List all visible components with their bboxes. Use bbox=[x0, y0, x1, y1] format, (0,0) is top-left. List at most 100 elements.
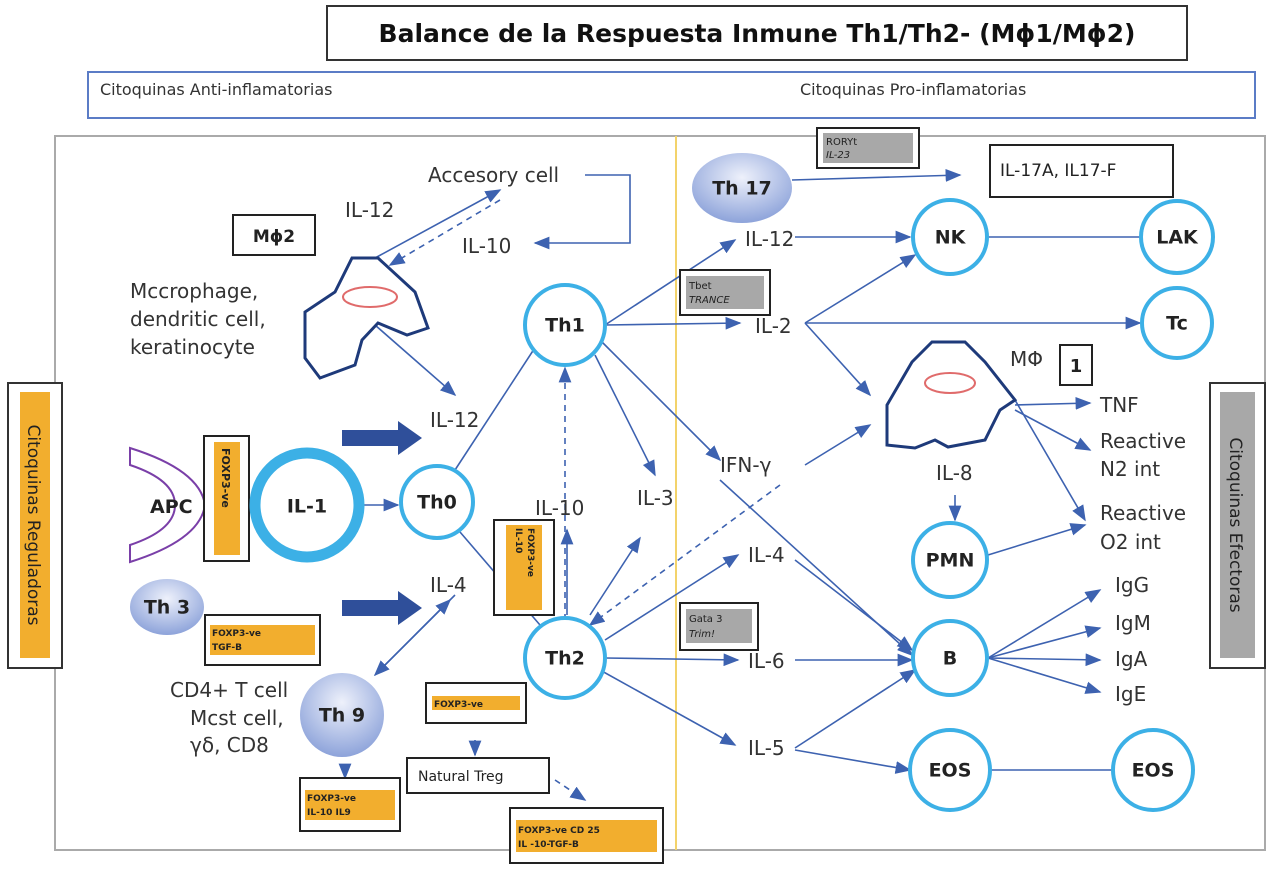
th3-box-line-2: TGF-B bbox=[212, 643, 242, 653]
macrophage-line-2: dendritic cell, bbox=[130, 307, 266, 331]
macrophage-line-3: keratinocyte bbox=[130, 335, 255, 359]
il17-box bbox=[989, 144, 1174, 198]
nk-node bbox=[911, 198, 989, 276]
lak-node bbox=[1139, 199, 1215, 275]
roryt-fill bbox=[823, 133, 913, 163]
big-arrow-il12 bbox=[342, 421, 422, 455]
th2-box-line-1: FOXP3-ve bbox=[525, 528, 535, 577]
nucleus-icon bbox=[924, 372, 976, 394]
roryt-line-1: RORYt bbox=[826, 137, 857, 148]
b-cell-label: B bbox=[943, 648, 957, 670]
foxp3-box-label: FOXP3-ve bbox=[434, 700, 483, 710]
th3-box-line-1: FOXP3-ve bbox=[212, 629, 261, 639]
eos-label-1: EOS bbox=[929, 760, 972, 782]
treg-box-line-1: FOXP3-ve CD 25 bbox=[518, 826, 600, 836]
b-cell-node bbox=[911, 619, 989, 697]
diagram-title: Balance de la Respuesta Inmune Th1/Th2- … bbox=[379, 19, 1136, 48]
mphi1-number: 1 bbox=[1070, 356, 1083, 377]
th2-box-line-2: IL-10 bbox=[513, 528, 523, 553]
reactive-n2-line-1: Reactive bbox=[1100, 429, 1186, 453]
th3-label: Th 3 bbox=[144, 597, 190, 619]
side-left-fill bbox=[20, 392, 50, 658]
foxp3-label: FOXP3-ve bbox=[219, 448, 232, 508]
il4-left-label: IL-4 bbox=[430, 573, 467, 597]
il10-mid-label: IL-10 bbox=[535, 496, 584, 520]
th2-label: Th2 bbox=[545, 648, 585, 670]
banner-pro: Citoquinas Pro-inflamatorias bbox=[800, 80, 1026, 99]
th9-cell bbox=[300, 673, 384, 757]
th9-label: Th 9 bbox=[319, 705, 365, 727]
th3-cell bbox=[130, 579, 204, 635]
pmn-node bbox=[911, 521, 989, 599]
side-right-fill bbox=[1220, 392, 1255, 658]
foxp3-fill bbox=[506, 525, 542, 610]
cd4-line-1: CD4+ T cell bbox=[170, 678, 288, 702]
accesory-cell-label: Accesory cell bbox=[428, 163, 559, 187]
cd4-line-3: γδ, CD8 bbox=[190, 733, 269, 757]
th1-label: Th1 bbox=[545, 315, 585, 337]
th1-node bbox=[523, 283, 607, 367]
cytokine-banner bbox=[87, 71, 1256, 119]
tbet-fill bbox=[686, 276, 764, 309]
il12-top-label: IL-12 bbox=[345, 198, 394, 222]
th3-box-fill bbox=[210, 625, 315, 655]
macrophage-2-shape bbox=[303, 256, 430, 380]
igm-label: IgM bbox=[1115, 611, 1151, 635]
nucleus-icon bbox=[342, 286, 398, 308]
th9-box-line-1: FOXP3-ve bbox=[307, 794, 356, 804]
il10-top-label: IL-10 bbox=[462, 234, 511, 258]
mphi2-box bbox=[232, 214, 316, 256]
ige-label: IgE bbox=[1115, 682, 1146, 706]
big-arrow-il4 bbox=[342, 591, 422, 625]
th17-label: Th 17 bbox=[712, 178, 772, 200]
th0-label: Th0 bbox=[417, 492, 457, 514]
foxp3-box-fill bbox=[432, 696, 520, 710]
roryt-line-2: IL-23 bbox=[826, 150, 850, 161]
tnf-label: TNF bbox=[1099, 393, 1139, 417]
apc-shape bbox=[129, 446, 207, 564]
treg-box-fill bbox=[516, 820, 657, 852]
foxp3-fill bbox=[214, 442, 240, 555]
macrophage-line-1: Mccrophage, bbox=[130, 279, 258, 303]
il8-label: IL-8 bbox=[936, 461, 973, 485]
treg-box-line-2: IL -10-TGF-B bbox=[518, 840, 579, 850]
th9-box-fill bbox=[305, 790, 395, 820]
pmn-label: PMN bbox=[926, 550, 975, 572]
th2-node bbox=[523, 616, 607, 700]
connectors bbox=[338, 169, 1142, 801]
il2-label: IL-2 bbox=[755, 314, 792, 338]
igg-label: IgG bbox=[1115, 573, 1149, 597]
th17-cell bbox=[692, 153, 792, 223]
il4-right-label: IL-4 bbox=[748, 543, 785, 567]
mphi1-label: MΦ bbox=[1010, 347, 1043, 371]
il17-label: IL-17A, IL17-F bbox=[1000, 161, 1116, 181]
gata3-line-1: Gata 3 bbox=[689, 614, 722, 625]
eos-node-2 bbox=[1111, 728, 1195, 812]
tbet-line-2: TRANCE bbox=[689, 295, 730, 306]
side-label-reguladoras: Citoquinas Reguladoras bbox=[23, 424, 43, 625]
lak-label: LAK bbox=[1156, 227, 1199, 249]
iga-label: IgA bbox=[1115, 647, 1148, 671]
nk-label: NK bbox=[935, 227, 967, 249]
banner-anti: Citoquinas Anti-inflamatorias bbox=[100, 80, 332, 99]
cd4-line-2: Mcst cell, bbox=[190, 706, 284, 730]
tc-label: Tc bbox=[1166, 313, 1188, 335]
ifn-gamma-label: IFN-γ bbox=[720, 453, 772, 477]
macrophage-1-shape bbox=[885, 340, 1018, 450]
eos-label-2: EOS bbox=[1132, 760, 1175, 782]
eos-node-1 bbox=[908, 728, 992, 812]
il1-node bbox=[249, 447, 365, 563]
tbet-line-1: Tbet bbox=[688, 281, 712, 292]
il5-label: IL-5 bbox=[748, 736, 785, 760]
mphi1-box bbox=[1059, 344, 1093, 386]
il3-label: IL-3 bbox=[637, 486, 674, 510]
il12-mid-label: IL-12 bbox=[430, 408, 479, 432]
th9-box-line-2: IL-10 IL9 bbox=[307, 808, 351, 818]
tc-node bbox=[1140, 286, 1214, 360]
apc-label: APC bbox=[150, 496, 193, 518]
reactive-o2-line-1: Reactive bbox=[1100, 501, 1186, 525]
il6-label: IL-6 bbox=[748, 649, 785, 673]
natural-treg-label: Natural Treg bbox=[418, 769, 504, 785]
natural-treg-box bbox=[406, 757, 550, 794]
il1-label: IL-1 bbox=[287, 496, 327, 518]
